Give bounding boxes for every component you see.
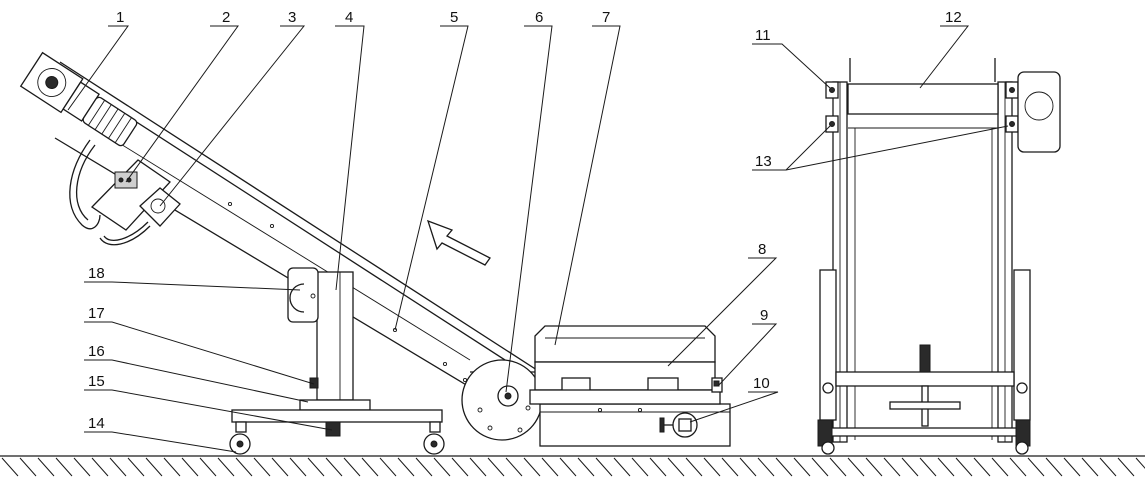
tension-adjuster xyxy=(659,412,698,438)
hatch-stroke xyxy=(361,457,379,477)
hatch-stroke xyxy=(577,457,595,477)
hatch-stroke xyxy=(199,457,217,477)
callout-10: 10 xyxy=(753,375,770,392)
flow-direction-arrow-icon xyxy=(426,219,491,266)
callout-5: 5 xyxy=(450,9,458,26)
callout-18: 18 xyxy=(88,265,105,282)
hatch-stroke xyxy=(757,457,775,477)
hatch-stroke xyxy=(955,457,973,477)
hatch-stroke xyxy=(541,457,559,477)
hatch-stroke xyxy=(163,457,181,477)
hatch-stroke xyxy=(703,457,721,477)
callout-8: 8 xyxy=(758,241,766,258)
callout-4: 4 xyxy=(345,9,353,26)
side-view xyxy=(19,51,731,455)
callout-12: 12 xyxy=(945,9,962,26)
callout-11: 11 xyxy=(755,27,771,44)
hatch-stroke xyxy=(289,457,307,477)
hatch-stroke xyxy=(1009,457,1027,477)
hatch-stroke xyxy=(127,457,145,477)
hatch-stroke xyxy=(1,457,19,477)
ground-hatching xyxy=(1,457,1145,477)
hatch-stroke xyxy=(19,457,37,477)
junction-box xyxy=(99,187,181,246)
hatch-stroke xyxy=(415,457,433,477)
hatch-stroke xyxy=(73,457,91,477)
hatch-stroke xyxy=(325,457,343,477)
hatch-stroke xyxy=(649,457,667,477)
hatch-stroke xyxy=(793,457,811,477)
front-view xyxy=(817,58,1061,455)
hatch-stroke xyxy=(523,457,541,477)
callout-1: 1 xyxy=(116,9,124,26)
hatch-stroke xyxy=(595,457,613,477)
callout-leaders xyxy=(67,25,1009,453)
hatch-stroke xyxy=(973,457,991,477)
callout-7: 7 xyxy=(602,9,610,26)
hatch-stroke xyxy=(937,457,955,477)
base-frame xyxy=(229,409,445,455)
collection-tray xyxy=(529,361,721,405)
hatch-stroke xyxy=(685,457,703,477)
hatch-stroke xyxy=(847,457,865,477)
hatch-stroke xyxy=(433,457,451,477)
hatch-stroke xyxy=(37,457,55,477)
callout-6: 6 xyxy=(535,9,543,26)
hatch-stroke xyxy=(181,457,199,477)
hatch-stroke xyxy=(397,457,415,477)
hopper xyxy=(534,325,716,363)
callout-15: 15 xyxy=(88,373,105,390)
support-column xyxy=(287,267,371,411)
hatch-stroke xyxy=(901,457,919,477)
hatch-stroke xyxy=(469,457,487,477)
hatch-stroke xyxy=(1135,457,1145,469)
hatch-stroke xyxy=(379,457,397,477)
hatch-stroke xyxy=(721,457,739,477)
hatch-stroke xyxy=(91,457,109,477)
hatch-stroke xyxy=(883,457,901,477)
hatch-stroke xyxy=(631,457,649,477)
callout-17: 17 xyxy=(88,305,105,322)
lower-horizontal-frame xyxy=(539,403,731,447)
callout-numbers: 1 2 3 4 5 6 7 8 9 10 11 12 13 14 15 16 1… xyxy=(88,9,962,432)
hatch-stroke xyxy=(1117,457,1135,477)
hatch-stroke xyxy=(1081,457,1099,477)
hatch-stroke xyxy=(271,457,289,477)
hatch-stroke xyxy=(829,457,847,477)
hatch-stroke xyxy=(145,457,163,477)
hatch-stroke xyxy=(505,457,523,477)
hatch-stroke xyxy=(811,457,829,477)
hatch-stroke xyxy=(109,457,127,477)
tail-pulley-disc xyxy=(461,359,543,441)
hatch-stroke xyxy=(307,457,325,477)
hatch-stroke xyxy=(739,457,757,477)
hatch-stroke xyxy=(1027,457,1045,477)
callout-16: 16 xyxy=(88,343,105,360)
hatch-stroke xyxy=(217,457,235,477)
hatch-stroke xyxy=(1099,457,1117,477)
hatch-stroke xyxy=(1063,457,1081,477)
hatch-stroke xyxy=(613,457,631,477)
hatch-stroke xyxy=(559,457,577,477)
end-bracket xyxy=(711,377,723,393)
callout-14: 14 xyxy=(88,415,105,432)
hatch-stroke xyxy=(451,457,469,477)
callout-13: 13 xyxy=(755,153,772,170)
hatch-stroke xyxy=(55,457,73,477)
hatch-stroke xyxy=(919,457,937,477)
hatch-stroke xyxy=(865,457,883,477)
hatch-stroke xyxy=(235,457,253,477)
hatch-stroke xyxy=(667,457,685,477)
hatch-stroke xyxy=(343,457,361,477)
callout-3: 3 xyxy=(288,9,296,26)
drive-motor xyxy=(19,51,138,147)
hatch-stroke xyxy=(487,457,505,477)
hatch-stroke xyxy=(991,457,1009,477)
hatch-stroke xyxy=(775,457,793,477)
callout-9: 9 xyxy=(760,307,768,324)
hatch-stroke xyxy=(253,457,271,477)
hatch-stroke xyxy=(1045,457,1063,477)
callout-2: 2 xyxy=(222,9,230,26)
